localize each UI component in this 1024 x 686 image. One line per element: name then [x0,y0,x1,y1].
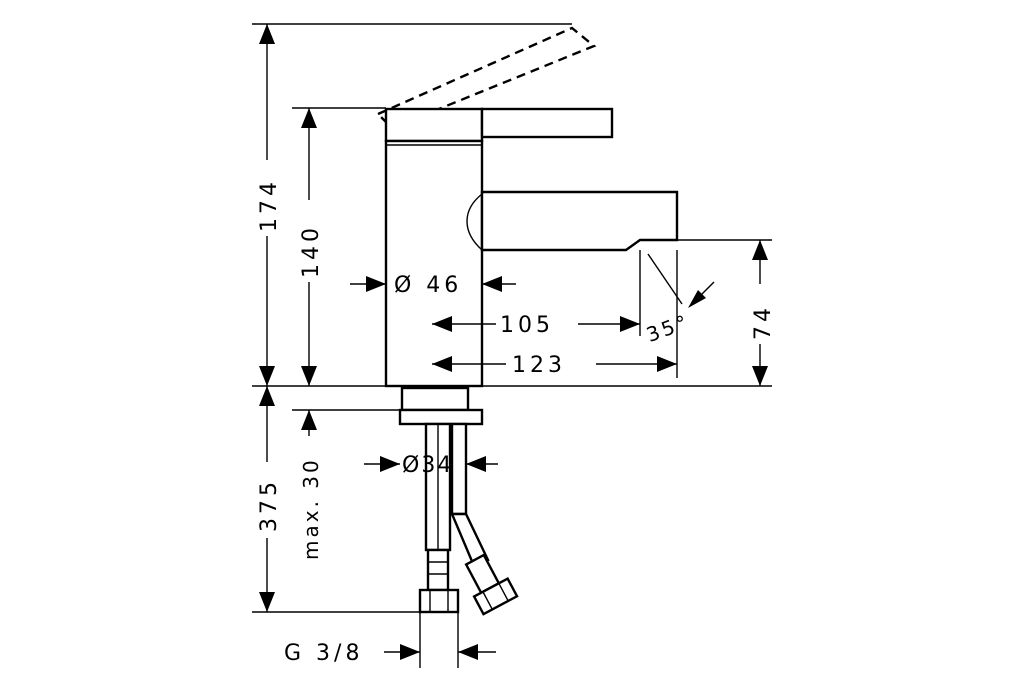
label-body-height: 140 [299,224,324,278]
label-spout-reach-outer: 123 [512,353,566,378]
label-spout-reach-inner: 105 [500,313,554,338]
label-total-height: 174 [257,178,282,232]
hose-bent [450,512,490,568]
hose-fitting-left [426,548,450,592]
label-spout-angle: 35° [643,309,693,347]
mounting-hardware [398,386,519,616]
label-spout-height: 74 [751,304,776,340]
label-max-deck-thickness: max. 30 [299,457,323,560]
label-hose-length: 375 [257,478,282,532]
faucet-body [375,26,683,388]
extension-lines [252,23,772,668]
handle-cap [384,107,484,143]
shank-right [450,422,468,516]
lever-handle [480,107,614,139]
dimension-lines [259,24,768,660]
label-connection-thread: G 3/8 [284,641,363,666]
label-body-diameter: Ø 46 [394,273,462,298]
body-cylinder [384,139,484,388]
base-flange [400,386,470,412]
spout-joint-curve [466,193,483,251]
dimension-labels: 174 140 375 max. 30 74 Ø 46 105 123 35° … [257,178,776,666]
spout [480,190,679,252]
label-shank-diameter: Ø34 [402,453,453,478]
hose-nut-left [418,588,460,614]
hose-nut-right [472,576,519,616]
mounting-nut [398,408,484,426]
